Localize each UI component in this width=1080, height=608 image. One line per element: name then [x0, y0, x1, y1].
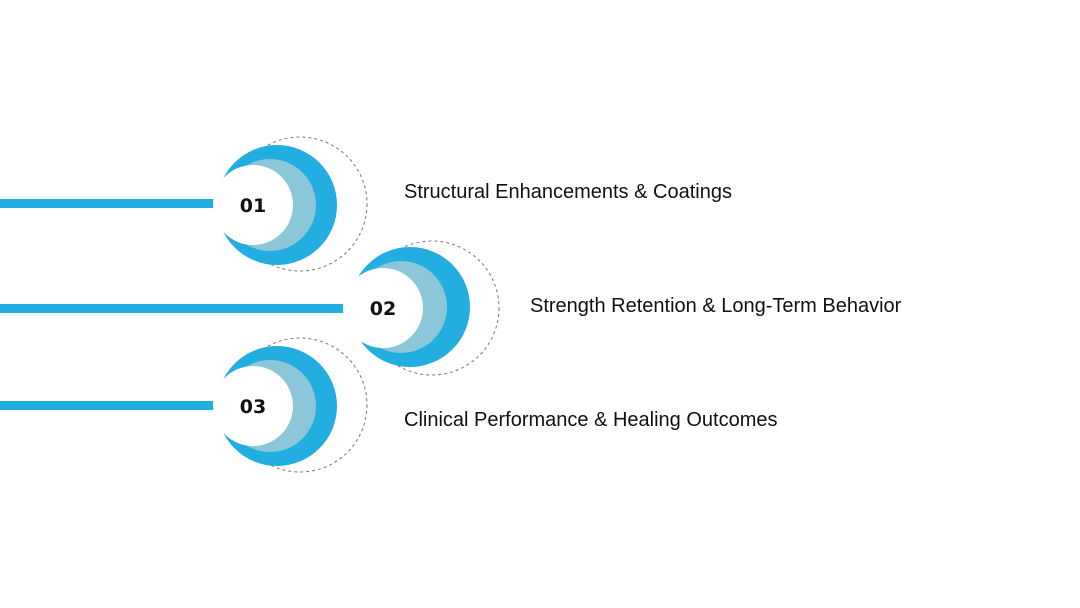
step-2-label: Strength Retention & Long-Term Behavior	[530, 295, 902, 317]
step-3-connector-bar	[0, 401, 240, 410]
step-1: 01 Structural Enhancements & Coatings	[0, 136, 732, 272]
step-2-connector-bar	[0, 304, 370, 313]
step-3-number-disc	[213, 366, 293, 446]
step-1-number-disc	[213, 165, 293, 245]
step-3-number: 03	[240, 396, 266, 418]
step-2: 02 Strength Retention & Long-Term Behavi…	[0, 240, 902, 376]
step-2-number-disc	[343, 268, 423, 348]
step-3-label: Clinical Performance & Healing Outcomes	[404, 409, 778, 431]
step-1-number: 01	[240, 195, 266, 217]
step-2-number: 02	[370, 298, 396, 320]
step-1-label: Structural Enhancements & Coatings	[404, 181, 732, 203]
step-3: 03 Clinical Performance & Healing Outcom…	[0, 337, 778, 473]
step-1-connector-bar	[0, 199, 240, 208]
